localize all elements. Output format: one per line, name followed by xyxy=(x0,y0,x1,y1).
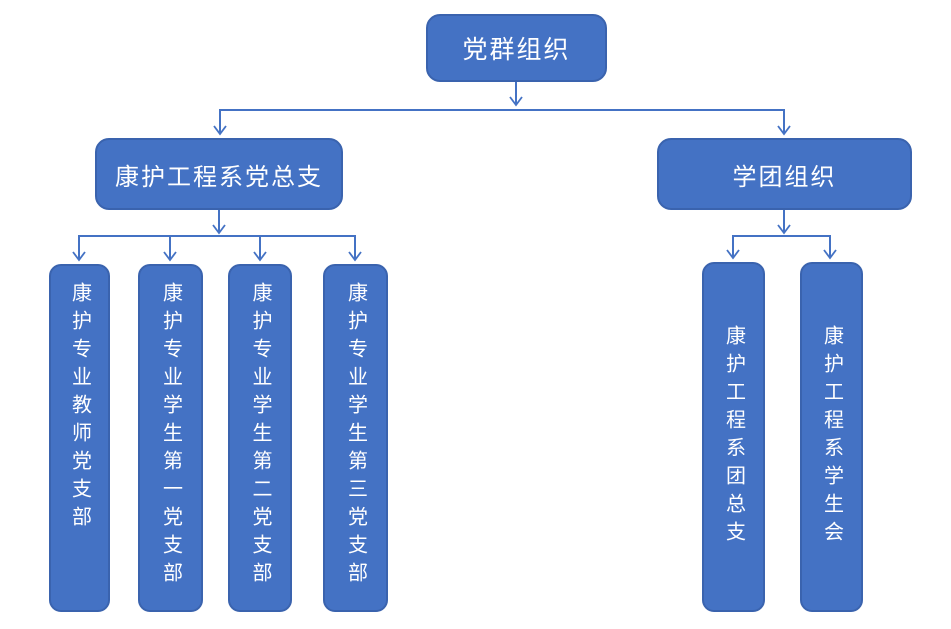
org-box-student-party-branch-2: 康护专业学生第二党支部 xyxy=(228,264,292,612)
org-box-league-general-branch: 康护工程系团总支 xyxy=(702,262,765,612)
org-box-label: 康护专业学生第二党支部 xyxy=(249,282,271,590)
org-box-label: 康护专业学生第一党支部 xyxy=(159,282,182,590)
org-box-student-league-org: 学团组织 xyxy=(657,138,912,210)
org-box-teacher-party-branch: 康护专业教师党支部 xyxy=(49,264,110,612)
org-box-student-party-branch-1: 康护专业学生第一党支部 xyxy=(138,264,203,612)
org-box-student-union: 康护工程系学生会 xyxy=(800,262,863,612)
org-box-label: 康护专业教师党支部 xyxy=(68,282,91,534)
org-box-label: 康护专业学生第三党支部 xyxy=(344,282,367,590)
org-box-label: 康护工程系团总支 xyxy=(722,325,745,549)
org-box-student-party-branch-3: 康护专业学生第三党支部 xyxy=(323,264,388,612)
org-box-label: 康护工程系学生会 xyxy=(820,325,843,549)
org-box-root: 党群组织 xyxy=(426,14,607,82)
org-box-party-general-branch: 康护工程系党总支 xyxy=(95,138,343,210)
